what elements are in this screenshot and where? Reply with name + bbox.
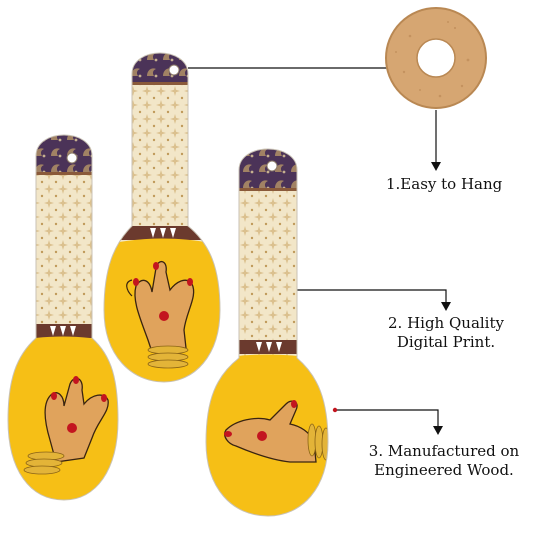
arrow-down-icon [441,302,451,311]
connector-wood [335,409,439,428]
cork-ring [385,7,487,109]
callout-digital-print: 2. High Quality Digital Print. [376,314,516,352]
connector-print [276,289,447,304]
callout-digital-print-line2: Digital Print. [396,333,496,352]
callout-engineered-wood-line1: 3. Manufactured on [368,442,520,460]
hang-hole [266,160,278,172]
hang-hole [66,152,78,164]
marker-dot [332,407,338,413]
spoon-right [206,149,328,516]
spoon-middle [104,53,220,382]
callout-digital-print-line1: 2. High Quality [388,314,504,332]
arrow-down-icon [433,426,443,435]
hang-hole [168,64,180,76]
callout-easy-to-hang-text: 1.Easy to Hang [386,175,503,193]
callout-engineered-wood-line2: Engineered Wood. [374,461,514,480]
callout-easy-to-hang: 1.Easy to Hang [386,175,503,194]
arrow-down-icon [431,162,441,171]
callout-engineered-wood: 3. Manufactured on Engineered Wood. [358,442,530,480]
